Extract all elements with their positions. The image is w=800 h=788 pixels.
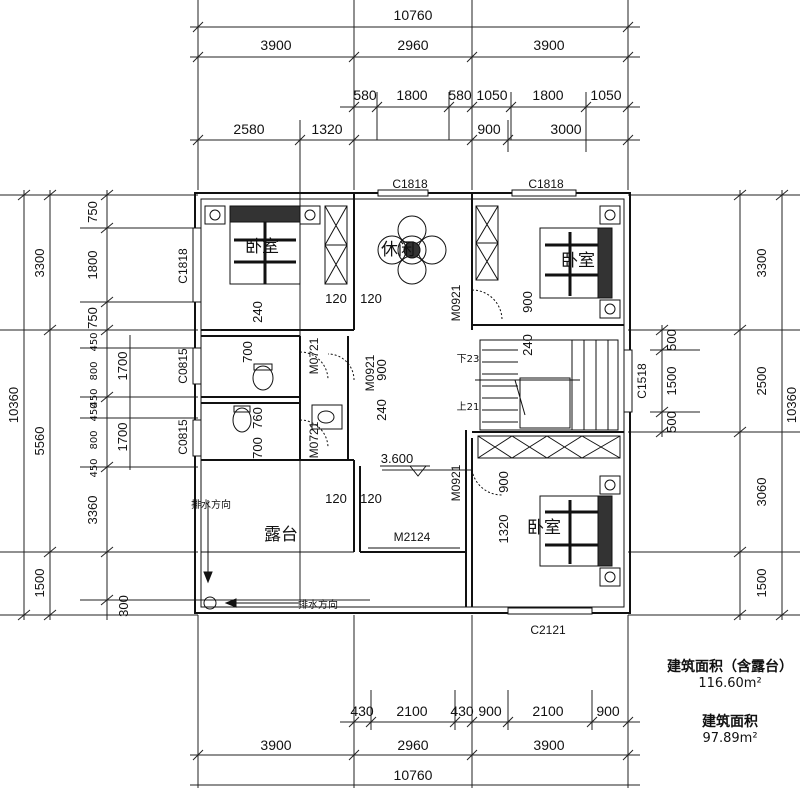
furniture (203, 205, 621, 610)
label-900-b: 900 (520, 291, 535, 313)
dim-left-s-4: 450 (89, 402, 100, 421)
room-bedroom-3: 卧室 (527, 518, 561, 538)
dim-left-s-2: 800 (89, 361, 100, 380)
dim-bot-r1-5: 2100 (532, 703, 563, 719)
label-700-a: 700 (240, 341, 255, 363)
label-240-a: 240 (250, 301, 265, 323)
label-900-c: 900 (496, 471, 511, 493)
dim-left-in-3: 750 (85, 307, 100, 329)
dim-right-in-3: 500 (664, 411, 679, 433)
dim-top-total: 10760 (394, 7, 433, 23)
dim-left-1: 3300 (32, 249, 47, 278)
label-120-b: 120 (360, 291, 382, 306)
dim-left-s-3: 450 (89, 388, 100, 407)
label-stairs-down: 下23 (457, 354, 480, 365)
dim-top-r2-3: 580 (448, 87, 472, 103)
dim-top-r2-4: 1050 (476, 87, 507, 103)
label-900-a: 900 (374, 359, 389, 381)
dim-left-in-1: 750 (85, 201, 100, 223)
dim-top-1: 3900 (260, 37, 291, 53)
dim-right-1: 3300 (754, 249, 769, 278)
code-m0721-2: M0721 (307, 421, 321, 458)
dim-bot-r1-1: 430 (350, 703, 374, 719)
label-120-d: 120 (360, 491, 382, 506)
dim-right-2: 2500 (754, 367, 769, 396)
dim-right-in-2: 1500 (664, 367, 679, 396)
dim-right-total: 10360 (784, 387, 799, 423)
label-240-b: 240 (374, 399, 389, 421)
room-lounge: 休闲 (381, 240, 415, 260)
area-with-terrace-value: 116.60m² (698, 676, 762, 691)
label-120-c: 120 (325, 491, 347, 506)
code-c1818-3: C1818 (176, 248, 190, 284)
dim-left-3: 1500 (32, 569, 47, 598)
dim-left-s-5: 800 (89, 430, 100, 449)
label-120-a: 120 (325, 291, 347, 306)
dim-bot-total: 10760 (394, 767, 433, 783)
dim-top-r3-3: 900 (477, 121, 501, 137)
dim-top-r2-6: 1050 (590, 87, 621, 103)
dim-top-r2-1: 580 (353, 87, 377, 103)
label-700-b: 700 (250, 437, 265, 459)
dim-bot-r1-6: 900 (596, 703, 620, 719)
dim-top-3: 3900 (533, 37, 564, 53)
elevation-marker (380, 465, 430, 477)
dim-left-in-5: 1700 (115, 423, 130, 452)
dim-left-in-6: 3360 (85, 496, 100, 525)
dim-left-in-4: 1700 (115, 352, 130, 381)
code-c2121: C2121 (530, 623, 566, 637)
label-elevation: 3.600 (381, 451, 414, 466)
dim-bot-r1-4: 900 (478, 703, 502, 719)
code-c1518: C1518 (635, 363, 649, 399)
dim-left-s-1: 450 (89, 332, 100, 351)
dim-left-in-7: 300 (116, 595, 131, 617)
code-c1818-2: C1818 (528, 177, 564, 191)
code-m0921-1: M0921 (449, 284, 463, 321)
code-m2124: M2124 (394, 530, 431, 544)
room-bedroom-2: 卧室 (561, 251, 595, 271)
dim-top-r2-5: 1800 (532, 87, 563, 103)
area-summary: 建筑面积（含露台） 116.60m² 建筑面积 97.89m² (660, 656, 800, 746)
room-terrace: 露台 (264, 525, 298, 545)
code-c1818-1: C1818 (392, 177, 428, 191)
dim-left-total: 10360 (6, 387, 21, 423)
dim-left-2: 5560 (32, 427, 47, 456)
dim-top-2: 2960 (397, 37, 428, 53)
code-m0921-3: M0921 (449, 464, 463, 501)
label-240-c: 240 (520, 334, 535, 356)
windows (192, 189, 633, 615)
dim-bot-r1-3: 430 (450, 703, 474, 719)
room-bedroom-1: 卧室 (245, 237, 279, 257)
label-1320: 1320 (496, 515, 511, 544)
dim-bot-2: 2960 (397, 737, 428, 753)
dim-left-in-2: 1800 (85, 251, 100, 280)
label-760: 760 (250, 407, 265, 429)
code-m0721-1: M0721 (307, 337, 321, 374)
dim-top-r2-2: 1800 (396, 87, 427, 103)
area-label: 建筑面积 (702, 714, 758, 730)
dim-bot-3: 3900 (533, 737, 564, 753)
dim-right-in-1: 500 (664, 329, 679, 351)
dim-right-4: 1500 (754, 569, 769, 598)
code-c0815-2: C0815 (176, 419, 190, 455)
code-c0815-1: C0815 (176, 348, 190, 384)
code-m0921-2: M0921 (363, 354, 377, 391)
label-drain-2: 排水方向 (298, 598, 338, 611)
dim-right-3: 3060 (754, 478, 769, 507)
dim-top-r3-2: 1320 (311, 121, 342, 137)
area-value: 97.89m² (702, 731, 758, 746)
drain-arrows (203, 510, 300, 608)
dim-bot-r1-2: 2100 (396, 703, 427, 719)
dim-top-r3-1: 2580 (233, 121, 264, 137)
dim-bot-1: 3900 (260, 737, 291, 753)
label-drain-1: 排水方向 (191, 498, 231, 511)
dim-left-s-6: 450 (89, 458, 100, 477)
dim-top-r3-4: 3000 (550, 121, 581, 137)
area-with-terrace-label: 建筑面积（含露台） (667, 659, 793, 675)
label-stairs-up: 上21 (457, 401, 480, 413)
